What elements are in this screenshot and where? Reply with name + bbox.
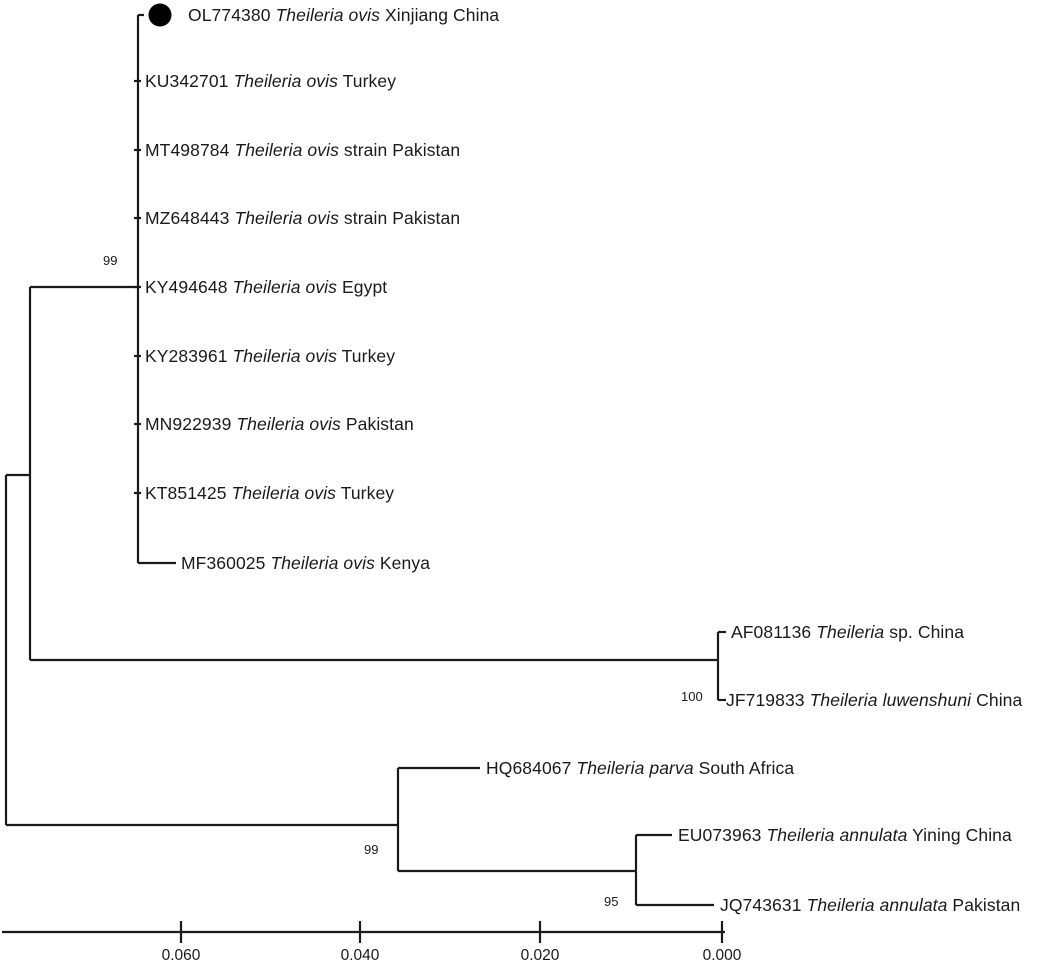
locality-MN922939: Pakistan: [345, 414, 414, 434]
accession-KY494648: KY494648: [145, 277, 228, 297]
locality-KU342701: Turkey: [342, 71, 397, 91]
accession-MZ648443: MZ648443: [145, 208, 230, 228]
species-MF360025: Theileria ovis: [270, 553, 375, 573]
bootstrap-parva-annulata-clade: 99: [364, 842, 379, 857]
taxon-label-AF081136: AF081136 Theileria sp. China: [731, 622, 965, 642]
species-OL774380: Theileria ovis: [275, 5, 381, 25]
taxon-label-HQ684067: HQ684067 Theileria parva South Africa: [486, 758, 795, 778]
locality-HQ684067: South Africa: [698, 758, 795, 778]
species-JQ743631: Theileria annulata: [806, 895, 948, 915]
species-EU073963: Theileria annulata: [766, 825, 908, 845]
accession-EU073963: EU073963: [678, 825, 762, 845]
locality-MT498784: strain Pakistan: [343, 140, 461, 160]
bootstrap-ovis-clade: 99: [103, 253, 118, 268]
accession-KU342701: KU342701: [145, 71, 229, 91]
scale-label-0020: 0.020: [520, 947, 560, 964]
locality-KT851425: Turkey: [340, 483, 395, 503]
scale-label-0060: 0.060: [161, 947, 201, 964]
bootstrap-luwenshuni-clade: 100: [681, 689, 703, 704]
species-KY494648: Theileria ovis: [232, 277, 338, 297]
locality-JF719833: China: [976, 690, 1023, 710]
locality-KY283961: Turkey: [341, 346, 396, 366]
bootstrap-annulata-clade: 95: [604, 894, 619, 909]
species-HQ684067: Theileria parva: [576, 758, 694, 778]
accession-KY283961: KY283961: [145, 346, 228, 366]
taxon-label-KU342701: KU342701 Theileria ovis Turkey: [145, 71, 397, 91]
accession-AF081136: AF081136: [731, 622, 812, 642]
taxon-label-EU073963: EU073963 Theileria annulata Yining China: [678, 825, 1012, 845]
locality-KY494648: Egypt: [341, 277, 388, 297]
species-MT498784: Theileria ovis: [234, 140, 339, 160]
species-KT851425: Theileria ovis: [231, 483, 337, 503]
species-AF081136: Theileria: [816, 622, 885, 642]
taxon-label-MN922939: MN922939 Theileria ovis Pakistan: [145, 414, 414, 434]
taxon-label-MT498784: MT498784 Theileria ovis strain Pakistan: [145, 140, 461, 160]
species-MZ648443: Theileria ovis: [234, 208, 339, 228]
accession-HQ684067: HQ684067: [486, 758, 572, 778]
taxon-label-MF360025: MF360025 Theileria ovis Kenya: [181, 553, 431, 573]
accession-KT851425: KT851425: [145, 483, 227, 503]
locality-EU073963: Yining China: [912, 825, 1012, 845]
taxon-label-JF719833: JF719833 Theileria luwenshuni China: [726, 690, 1023, 710]
taxon-label-MZ648443: MZ648443 Theileria ovis strain Pakistan: [145, 208, 461, 228]
species-KY283961: Theileria ovis: [232, 346, 338, 366]
scale-label-0040: 0.040: [340, 947, 380, 964]
taxon-label-KT851425: KT851425 Theileria ovis Turkey: [145, 483, 395, 503]
locality-MF360025: Kenya: [379, 553, 431, 573]
species-MN922939: Theileria ovis: [236, 414, 341, 434]
accession-MF360025: MF360025: [181, 553, 266, 573]
taxon-label-KY494648: KY494648 Theileria ovis Egypt: [145, 277, 388, 297]
species-KU342701: Theileria ovis: [233, 71, 338, 91]
locality-MZ648443: strain Pakistan: [343, 208, 461, 228]
focal-taxon-marker-circle: [148, 3, 172, 27]
species-JF719833: Theileria luwenshuni: [809, 690, 972, 710]
locality-AF081136: sp. China: [889, 622, 965, 642]
accession-OL774380: OL774380: [188, 5, 271, 25]
accession-JQ743631: JQ743631: [720, 895, 802, 915]
taxon-label-OL774380: OL774380 Theileria ovis Xinjiang China: [188, 5, 500, 25]
accession-JF719833: JF719833: [726, 690, 805, 710]
locality-OL774380: Xinjiang China: [384, 5, 500, 25]
scale-label-0000: 0.000: [702, 947, 742, 964]
accession-MT498784: MT498784: [145, 140, 230, 160]
locality-JQ743631: Pakistan: [952, 895, 1021, 915]
taxon-label-KY283961: KY283961 Theileria ovis Turkey: [145, 346, 396, 366]
taxon-label-JQ743631: JQ743631 Theileria annulata Pakistan: [720, 895, 1021, 915]
accession-MN922939: MN922939: [145, 414, 232, 434]
